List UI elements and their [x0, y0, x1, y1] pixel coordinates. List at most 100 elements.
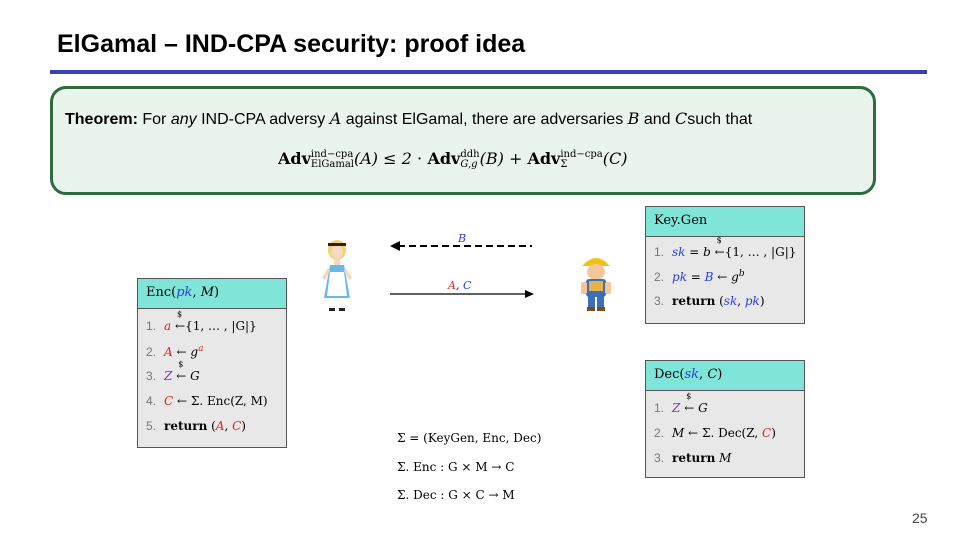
- step-number: 3.: [146, 369, 157, 383]
- dec-step: 2.M ← Σ. Dec(Z, C): [654, 426, 776, 440]
- step-text: =: [686, 270, 705, 284]
- arrow-label-a: A: [448, 279, 456, 292]
- step-number: 4.: [146, 394, 157, 408]
- step-exponent: a: [198, 344, 204, 354]
- step-var: sk: [723, 294, 738, 308]
- step-text: ← Σ. Dec(Z,: [684, 426, 762, 440]
- step-number: 3.: [654, 294, 665, 308]
- theorem-text: any: [170, 111, 197, 128]
- adv-superscript: ddh: [460, 148, 480, 160]
- adv-subscript: ElGamal: [310, 158, 354, 170]
- step-var: A: [215, 419, 225, 433]
- theorem-var-a: A: [329, 109, 342, 128]
- step-number: 1.: [146, 319, 157, 333]
- algo-arg: C: [707, 367, 718, 382]
- adv-subscript: Σ: [560, 158, 568, 170]
- enc-header: Enc(pk, M): [138, 279, 286, 309]
- dec-header: Dec(sk, C): [646, 361, 804, 391]
- theorem-statement: Theorem: For any IND-CPA adversy A again…: [65, 109, 752, 129]
- keygen-step: 3.return (sk, pk): [654, 294, 765, 308]
- arrow-label-c: C: [462, 279, 472, 292]
- algo-arg: M: [200, 285, 215, 300]
- keygen-step: 2. pk = B ← gb: [654, 269, 745, 284]
- dec-step: 3. return M: [654, 451, 731, 465]
- step-text: ): [771, 426, 776, 440]
- sample-arrow: $←: [175, 310, 186, 333]
- step-text: G: [190, 369, 200, 383]
- step-var: b: [703, 245, 711, 259]
- step-var: A: [164, 345, 173, 359]
- dashed-arrow-head: [390, 241, 400, 251]
- step-var: M: [672, 426, 685, 440]
- enc-step: 5.return (A, C): [146, 419, 246, 433]
- step-var: Z: [164, 369, 173, 383]
- title-rule: [50, 70, 927, 74]
- sigma-definition: Σ = (KeyGen, Enc, Dec): [397, 431, 542, 445]
- adv-symbol: Adv: [527, 149, 561, 168]
- step-number: 2.: [654, 270, 665, 284]
- step-text: ← g: [172, 345, 199, 359]
- enc-box: Enc(pk, M) 1.a $←{1, … , |G|} 2.A ← ga 3…: [137, 278, 287, 448]
- slide-title: ElGamal – IND-CPA security: proof idea: [57, 30, 526, 58]
- enc-step: 2. A ← ga: [146, 344, 203, 359]
- step-var: M: [719, 451, 732, 465]
- theorem-text: and: [643, 111, 671, 128]
- step-exponent: b: [738, 269, 745, 279]
- formula-term: (A) ≤ 2 ⋅: [354, 149, 428, 168]
- solid-arrow-head: [525, 290, 534, 298]
- algo-arg: pk: [176, 285, 193, 300]
- step-text: G: [698, 401, 708, 415]
- return-keyword: return: [164, 419, 208, 433]
- step-var: Z: [672, 401, 681, 415]
- step-number: 2.: [146, 345, 157, 359]
- arrow-label-ac: A, C: [448, 279, 471, 292]
- step-var: C: [164, 394, 174, 408]
- formula-term: (B) +: [479, 149, 528, 168]
- return-keyword: return: [672, 451, 716, 465]
- step-number: 5.: [146, 419, 157, 433]
- step-number: 1.: [654, 245, 665, 259]
- algo-arg: sk: [684, 367, 700, 382]
- sigma-enc-signature: Σ. Enc : G × M → C: [397, 460, 515, 474]
- page-number: 25: [912, 510, 928, 526]
- theorem-text: against ElGamal, there are adversaries: [345, 111, 624, 128]
- step-text: {1, … , |G|}: [724, 245, 797, 259]
- keygen-header: Key.Gen: [646, 207, 804, 237]
- sample-arrow: $←: [176, 360, 187, 383]
- adv-superscript: ind−cpa: [560, 148, 603, 160]
- theorem-label: Theorem:: [65, 111, 138, 128]
- step-var: B: [704, 270, 714, 284]
- step-number: 2.: [654, 426, 665, 440]
- arrow-label-sep: ,: [455, 279, 460, 292]
- theorem-box: Theorem: For any IND-CPA adversy A again…: [50, 86, 876, 195]
- adv-symbol: Adv: [427, 149, 461, 168]
- step-var: a: [164, 319, 172, 333]
- arrow-label-b: B: [458, 232, 467, 245]
- step-var: pk: [744, 294, 760, 308]
- enc-step: 1.a $←{1, … , |G|}: [146, 310, 257, 333]
- theorem-var-c: C: [675, 109, 688, 128]
- return-keyword: return: [672, 294, 716, 308]
- keygen-box: Key.Gen 1.sk = b $←{1, … , |G|} 2.pk = B…: [645, 206, 805, 324]
- step-number: 3.: [654, 451, 665, 465]
- step-text: ← Σ. Enc(Z, M): [173, 394, 268, 408]
- enc-step: 3. Z $← G: [146, 360, 200, 383]
- step-text: ← g: [713, 270, 739, 284]
- algo-name: Dec: [654, 367, 680, 382]
- step-var: pk: [672, 270, 687, 284]
- bob-builder-character-icon: [581, 258, 611, 311]
- enc-step: 4. C ← Σ. Enc(Z, M): [146, 394, 268, 408]
- step-var: sk: [672, 245, 686, 259]
- step-text: =: [685, 245, 704, 259]
- theorem-text: such that: [687, 111, 753, 128]
- sigma-dec-signature: Σ. Dec : G × C → M: [397, 488, 515, 502]
- keygen-step: 1.sk = b $←{1, … , |G|}: [654, 236, 797, 259]
- step-var: C: [232, 419, 242, 433]
- sample-arrow: $←: [684, 392, 695, 415]
- adv-symbol: Adv: [278, 149, 311, 168]
- dec-step: 1.Z $← G: [654, 392, 708, 415]
